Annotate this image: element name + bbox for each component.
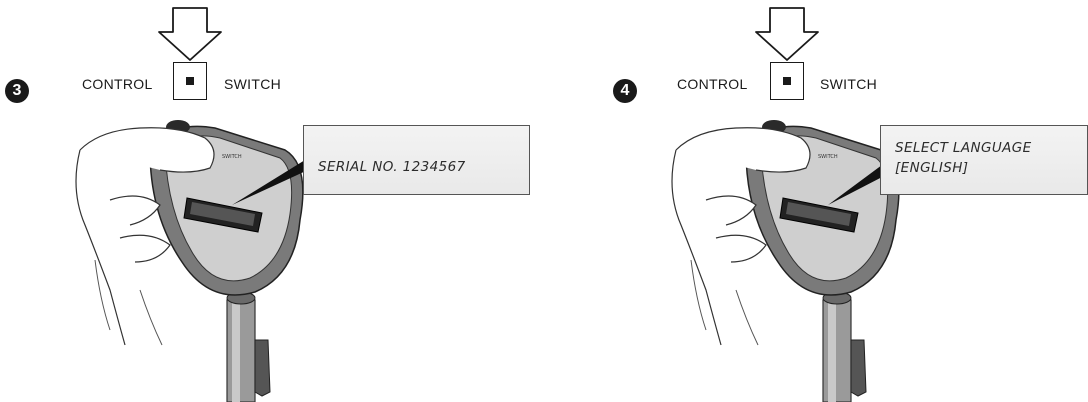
switch-label: SWITCH bbox=[224, 76, 281, 92]
step-4-panel: SWITCH 4 CONTROL SWITCH SELECT LANGUAGE … bbox=[544, 0, 1088, 402]
svg-text:SWITCH: SWITCH bbox=[222, 154, 242, 160]
control-label: CONTROL bbox=[82, 76, 153, 92]
switch-button-icon bbox=[186, 77, 194, 85]
down-arrow-icon bbox=[155, 6, 225, 62]
display-callout: SELECT LANGUAGE [ENGLISH] bbox=[880, 125, 1088, 195]
display-line-1: SELECT LANGUAGE bbox=[895, 140, 1032, 156]
display-line-2: [ENGLISH] bbox=[895, 160, 968, 176]
step-3-panel: SWITCH 3 CONTROL SWITCH SERIAL NO. 12345… bbox=[0, 0, 544, 402]
display-line-1: SERIAL NO. 1234567 bbox=[318, 159, 466, 175]
switch-label: SWITCH bbox=[820, 76, 877, 92]
step-number-badge: 4 bbox=[613, 79, 637, 103]
control-label: CONTROL bbox=[677, 76, 748, 92]
display-callout: SERIAL NO. 1234567 bbox=[303, 125, 530, 195]
svg-text:SWITCH: SWITCH bbox=[818, 154, 838, 160]
control-switch[interactable] bbox=[173, 62, 207, 100]
handheld-device-illustration: SWITCH bbox=[0, 0, 544, 402]
switch-button-icon bbox=[783, 77, 791, 85]
step-number-badge: 3 bbox=[5, 79, 29, 103]
control-switch[interactable] bbox=[770, 62, 804, 100]
down-arrow-icon bbox=[752, 6, 822, 62]
